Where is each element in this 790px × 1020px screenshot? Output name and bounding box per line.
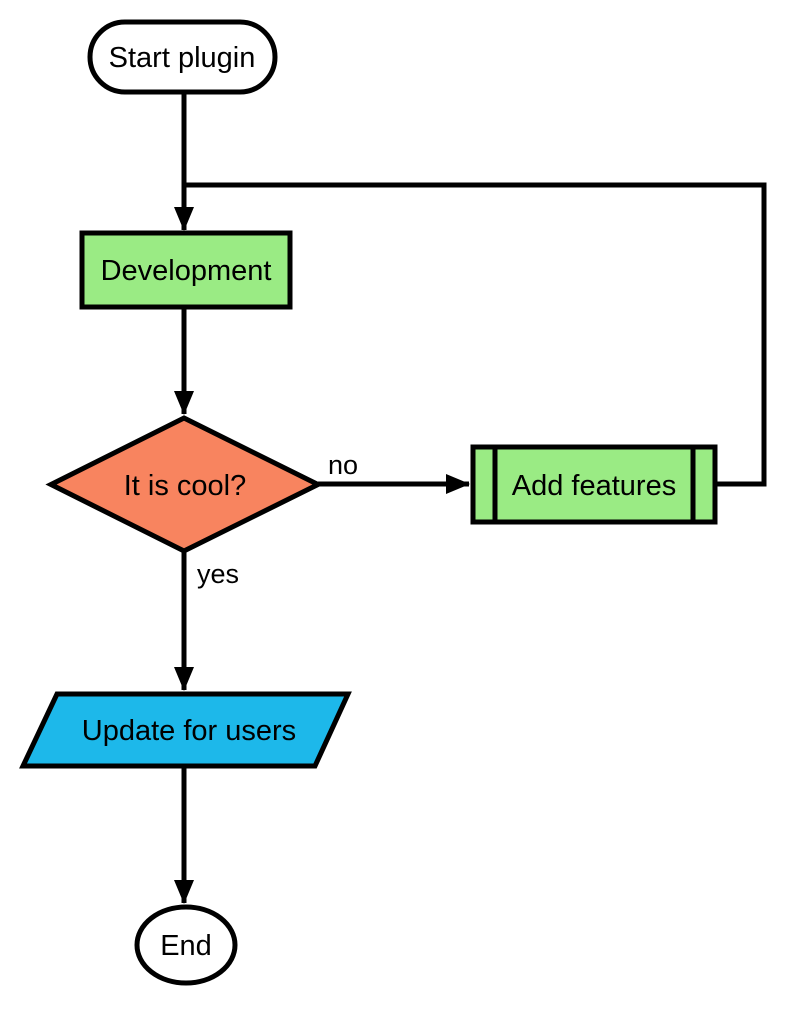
node-add-features-shape xyxy=(470,444,718,525)
node-add-features-label: Add features xyxy=(512,470,676,502)
node-decision-shape xyxy=(45,415,324,554)
node-start-shape xyxy=(87,19,278,95)
node-end-shape xyxy=(134,904,238,986)
node-end-label: End xyxy=(160,930,212,962)
node-update-shape xyxy=(19,691,352,769)
edge-label-yes: yes xyxy=(197,559,239,589)
node-start: Start plugin xyxy=(87,19,278,95)
edge-label-no: no xyxy=(328,450,358,480)
node-decision: It is cool? xyxy=(45,415,324,554)
node-update: Update for users xyxy=(19,691,352,769)
node-update-label: Update for users xyxy=(82,715,296,747)
node-add-features: Add features xyxy=(470,444,718,525)
node-start-label: Start plugin xyxy=(109,42,256,74)
node-development: Development xyxy=(79,230,293,310)
node-end: End xyxy=(134,904,238,986)
node-development-label: Development xyxy=(101,255,272,287)
edge-addfeatures-loopback xyxy=(184,182,767,487)
node-decision-label: It is cool? xyxy=(124,470,247,502)
node-development-shape xyxy=(79,230,293,310)
